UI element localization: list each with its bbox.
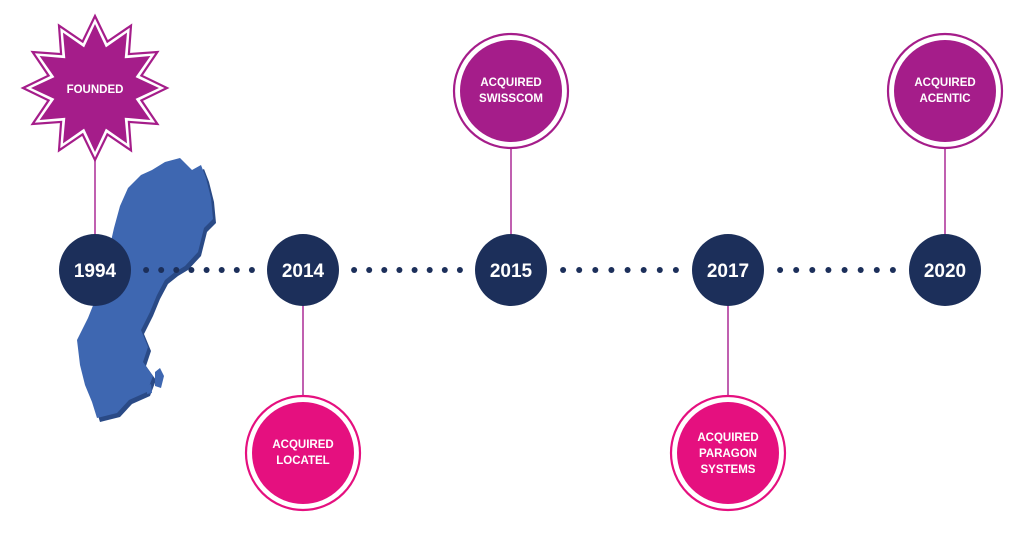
timeline-dot [456, 267, 463, 273]
timeline-dot [608, 267, 615, 273]
founded-label: FOUNDED [67, 84, 124, 96]
event-label-acquired: ACQUIRED [272, 439, 333, 451]
event-label-acquired: ACQUIRED [697, 432, 758, 444]
timeline-dot [672, 267, 679, 273]
timeline-dot [889, 267, 896, 273]
timeline-dot [656, 267, 663, 273]
event-label-acquired: ACQUIRED [480, 77, 541, 89]
timeline-dot [203, 267, 210, 273]
milestone-2017: 2017 [692, 234, 764, 306]
milestone-2015: 2015 [475, 234, 547, 306]
event-label-systems: SYSTEMS [701, 464, 756, 476]
year-label-2020: 2020 [924, 261, 966, 282]
timeline-dot [576, 267, 583, 273]
event-badge-swisscom: ACQUIRED SWISSCOM [452, 32, 570, 150]
timeline-dot [143, 267, 150, 273]
sweden-map-icon [77, 158, 216, 422]
timeline-dot [233, 267, 240, 273]
timeline-dot [248, 267, 255, 273]
timeline-dot [441, 267, 448, 273]
timeline-dot [777, 267, 784, 273]
timeline-dot [640, 267, 647, 273]
timeline-dot [366, 267, 373, 273]
timeline-dot [411, 267, 418, 273]
timeline-dot [841, 267, 848, 273]
timeline-dotted-line [143, 267, 896, 273]
connectors [94, 148, 946, 398]
timeline-dot [560, 267, 567, 273]
timeline-dot [381, 267, 388, 273]
year-label-1994: 1994 [74, 261, 117, 282]
timeline-dot [809, 267, 816, 273]
milestone-2014: 2014 [267, 234, 339, 306]
event-label-locatel: LOCATEL [276, 455, 329, 467]
timeline-dot [592, 267, 599, 273]
event-label-acquired: ACQUIRED [914, 77, 975, 89]
timeline-dot [173, 267, 180, 273]
timeline-dot [218, 267, 225, 273]
timeline-dot [793, 267, 800, 273]
timeline-dot [857, 267, 864, 273]
event-badge-paragon: ACQUIRED PARAGON SYSTEMS [669, 394, 787, 512]
timeline-dot [825, 267, 832, 273]
star-badge-icon: FOUNDED [20, 13, 170, 163]
year-label-2015: 2015 [490, 261, 533, 282]
timeline-dot [873, 267, 880, 273]
event-badge-acentic: ACQUIRED ACENTIC [886, 32, 1004, 150]
timeline-dot [188, 267, 195, 273]
timeline-dot [351, 267, 358, 273]
event-label-acentic: ACENTIC [919, 93, 970, 105]
year-label-2017: 2017 [707, 261, 749, 282]
event-badge-locatel: ACQUIRED LOCATEL [244, 394, 362, 512]
milestone-1994: 1994 [59, 234, 131, 306]
timeline-dot [396, 267, 403, 273]
timeline-dot [426, 267, 433, 273]
year-label-2014: 2014 [282, 261, 325, 282]
milestone-2020: 2020 [909, 234, 981, 306]
timeline-dot [158, 267, 165, 273]
timeline-dot [624, 267, 631, 273]
event-label-paragon: PARAGON [699, 448, 757, 460]
event-label-swisscom: SWISSCOM [479, 93, 543, 105]
